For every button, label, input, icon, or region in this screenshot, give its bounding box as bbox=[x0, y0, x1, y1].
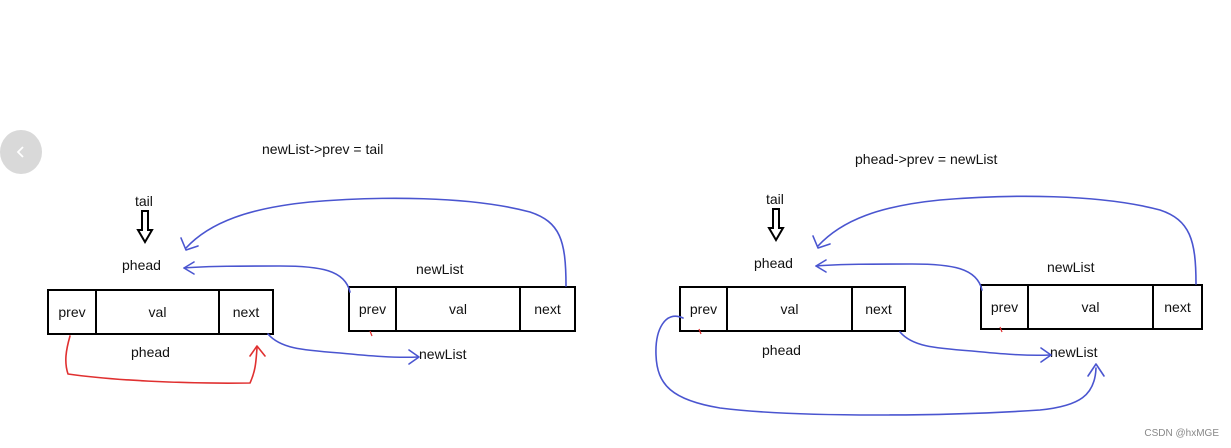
left-phead-top-label: phead bbox=[122, 257, 161, 273]
right-node-phead: prev val next bbox=[679, 286, 906, 332]
right-newlist-prev-to-phead-arrow bbox=[815, 263, 983, 291]
right-node-newlist: prev val next bbox=[980, 284, 1203, 330]
node-next-cell: next bbox=[232, 304, 260, 320]
left-node-newlist: prev val next bbox=[348, 286, 576, 332]
node-next-cell: next bbox=[1164, 299, 1191, 315]
right-tail-label: tail bbox=[766, 191, 784, 207]
node-val-cell: val bbox=[1029, 286, 1154, 328]
right-newlist-next-to-phead-arrow bbox=[817, 195, 1197, 285]
watermark: CSDN @hxMGE bbox=[1144, 428, 1219, 439]
right-phead-top-label: phead bbox=[754, 255, 793, 271]
right-newlist-top-label: newList bbox=[1047, 259, 1095, 275]
left-newlist-bottom-label: newList bbox=[419, 346, 467, 362]
left-prev-to-next-red-arrow bbox=[65, 335, 266, 384]
left-newlist-top-label: newList bbox=[416, 261, 464, 277]
right-title: phead->prev = newList bbox=[855, 151, 998, 167]
left-phead-bottom-label: phead bbox=[131, 344, 170, 360]
node-val-cell: val bbox=[397, 288, 521, 330]
down-arrow-icon bbox=[767, 208, 785, 242]
node-val-cell: val bbox=[97, 291, 220, 333]
right-phead-next-to-newlist-arrow bbox=[899, 331, 1051, 357]
right-newlist-bottom-label: newList bbox=[1050, 344, 1098, 360]
down-arrow-icon bbox=[136, 210, 154, 244]
node-next-cell: next bbox=[534, 301, 561, 317]
right-phead-prev-to-newlist-arrow bbox=[655, 315, 1097, 416]
right-phead-bottom-label: phead bbox=[762, 342, 801, 358]
node-prev-cell: prev bbox=[982, 286, 1029, 328]
left-newlist-next-to-phead-arrow bbox=[185, 197, 567, 287]
left-node-phead: prev val next bbox=[47, 289, 274, 335]
left-tail-label: tail bbox=[135, 193, 153, 209]
left-title: newList->prev = tail bbox=[262, 141, 384, 157]
node-prev-cell: prev bbox=[350, 288, 397, 330]
node-val-cell: val bbox=[728, 288, 853, 330]
back-button[interactable] bbox=[0, 130, 42, 174]
node-prev-cell: prev bbox=[49, 291, 97, 333]
left-newlist-prev-to-phead-arrow bbox=[183, 265, 351, 293]
node-prev-cell: prev bbox=[681, 288, 728, 330]
node-next-cell: next bbox=[865, 301, 892, 317]
left-phead-next-to-newlist-arrow bbox=[267, 333, 419, 359]
chevron-left-icon bbox=[16, 146, 24, 158]
